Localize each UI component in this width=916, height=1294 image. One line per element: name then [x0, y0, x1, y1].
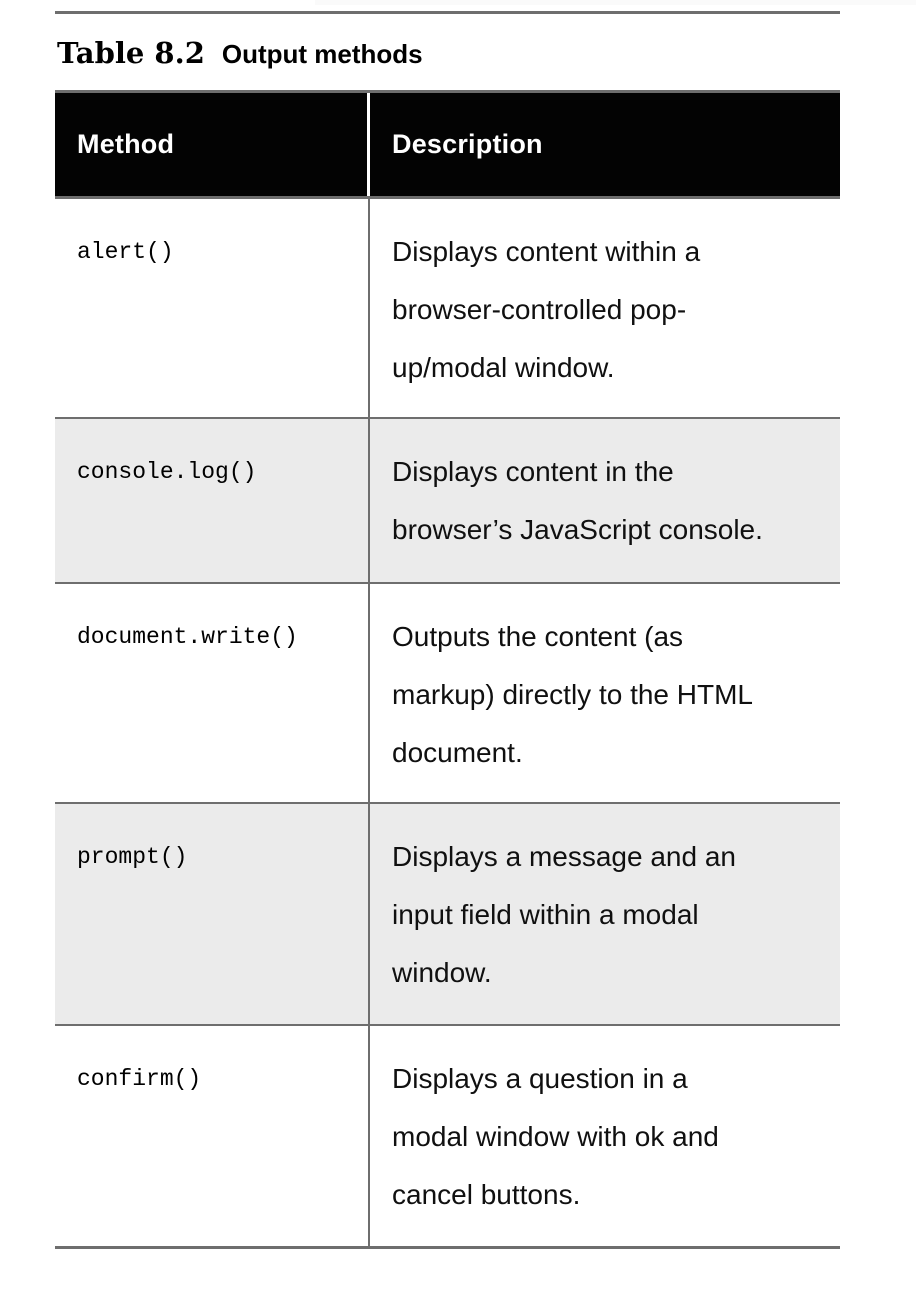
- table-row: console.log() Displays content in the br…: [55, 419, 840, 584]
- method-cell: alert(): [55, 199, 370, 417]
- header-cell-description: Description: [392, 129, 543, 159]
- description-cell: Displays a message and an input field wi…: [392, 841, 736, 988]
- table-row: alert() Displays content within a browse…: [55, 199, 840, 419]
- table-row: document.write() Outputs the content (as…: [55, 584, 840, 804]
- method-cell: console.log(): [55, 419, 370, 582]
- description-cell: Displays a question in a modal window wi…: [392, 1063, 719, 1210]
- header-cell-method: Method: [55, 93, 370, 196]
- description-cell: Displays content in the browser’s JavaSc…: [392, 456, 763, 545]
- method-cell: prompt(): [55, 804, 370, 1024]
- table-caption-title: Output methods: [221, 39, 423, 69]
- page-edge-artifact: [315, 0, 916, 5]
- output-methods-table: Method Description alert() Displays cont…: [55, 90, 840, 1249]
- method-cell: document.write(): [55, 584, 370, 802]
- table-caption: Table 8.2 Output methods: [57, 36, 423, 70]
- table-caption-number: Table 8.2: [57, 36, 205, 70]
- table-row: confirm() Displays a question in a modal…: [55, 1026, 840, 1246]
- top-rule: [55, 11, 840, 14]
- table-header-row: Method Description: [55, 93, 840, 199]
- method-cell: confirm(): [55, 1026, 370, 1246]
- description-cell: Outputs the content (as markup) directly…: [392, 621, 753, 768]
- table-row: prompt() Displays a message and an input…: [55, 804, 840, 1026]
- description-cell: Displays content within a browser-contro…: [392, 236, 701, 383]
